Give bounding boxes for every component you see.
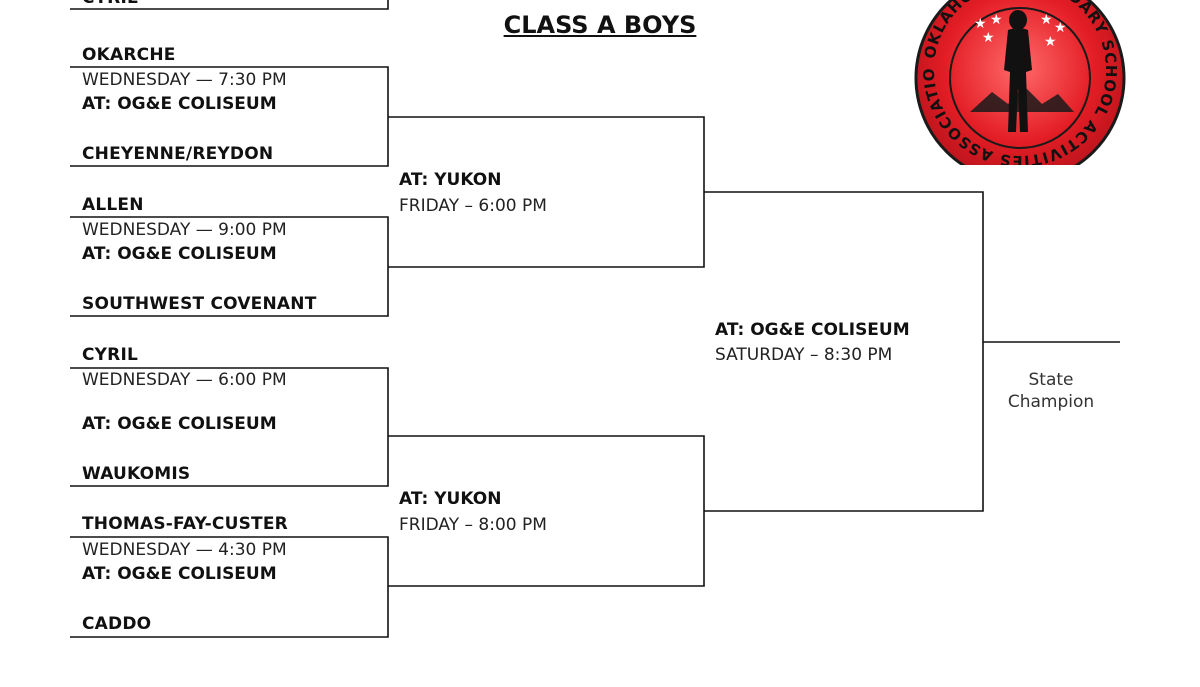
quarterfinal-4-venue: AT: OG&E COLISEUM bbox=[82, 564, 277, 584]
quarterfinal-3-venue: AT: OG&E COLISEUM bbox=[82, 414, 277, 434]
logo-inner-ring bbox=[949, 7, 1091, 149]
semifinal-2-schedule: FRIDAY – 8:00 PM bbox=[399, 515, 547, 535]
quarterfinal-2-venue: AT: OG&E COLISEUM bbox=[82, 244, 277, 264]
quarterfinal-1-schedule: WEDNESDAY — 7:30 PM bbox=[82, 70, 287, 90]
quarterfinal-1-venue: AT: OG&E COLISEUM bbox=[82, 94, 277, 114]
ossaa-logo: OKLAHOMA SECONDARY SCHOOL ACTIVITIES ASS… bbox=[912, 0, 1126, 165]
quarterfinal-4-bracket bbox=[70, 536, 389, 638]
bracket-title: CLASS A BOYS bbox=[503, 11, 697, 39]
quarterfinal-3-schedule: WEDNESDAY — 6:00 PM bbox=[82, 370, 287, 390]
quarterfinal-1-team-top: OKARCHE bbox=[82, 45, 176, 65]
cut-off-team-name: CYRIL bbox=[82, 0, 138, 8]
quarterfinal-3-team-top: CYRIL bbox=[82, 345, 139, 365]
quarterfinal-2-team-top: ALLEN bbox=[82, 195, 144, 215]
semifinal-1-schedule: FRIDAY – 6:00 PM bbox=[399, 196, 547, 216]
quarterfinal-4-schedule: WEDNESDAY — 4:30 PM bbox=[82, 540, 287, 560]
final-venue: AT: OG&E COLISEUM bbox=[715, 320, 910, 340]
state-champion-label: State Champion bbox=[1007, 370, 1095, 412]
final-schedule: SATURDAY – 8:30 PM bbox=[715, 345, 893, 365]
quarterfinal-4-team-bottom: CADDO bbox=[82, 614, 152, 634]
logo-figure-icon bbox=[1004, 10, 1032, 132]
quarterfinal-2-team-bottom: SOUTHWEST COVENANT bbox=[82, 294, 317, 314]
svg-text:★: ★ bbox=[974, 16, 987, 32]
quarterfinal-3-team-bottom: WAUKOMIS bbox=[82, 464, 191, 484]
svg-text:★: ★ bbox=[1044, 34, 1057, 50]
logo-stars: ★ ★ ★ ★ ★ ★ bbox=[974, 12, 1067, 50]
quarterfinal-3-bracket bbox=[70, 367, 389, 487]
semifinal-1-venue: AT: YUKON bbox=[399, 170, 502, 190]
svg-text:★: ★ bbox=[990, 12, 1003, 28]
svg-text:★: ★ bbox=[1040, 12, 1053, 28]
semifinal-2-bracket bbox=[388, 435, 705, 587]
quarterfinal-2-schedule: WEDNESDAY — 9:00 PM bbox=[82, 220, 287, 240]
top-partial-bracket bbox=[70, 0, 389, 10]
svg-text:★: ★ bbox=[1054, 20, 1067, 36]
svg-text:★: ★ bbox=[982, 30, 995, 46]
semifinal-2-venue: AT: YUKON bbox=[399, 489, 502, 509]
quarterfinal-4-team-top: THOMAS-FAY-CUSTER bbox=[82, 514, 288, 534]
semifinal-1-bracket bbox=[388, 116, 705, 268]
final-bracket bbox=[704, 191, 984, 512]
quarterfinal-1-team-bottom: CHEYENNE/REYDON bbox=[82, 144, 274, 164]
